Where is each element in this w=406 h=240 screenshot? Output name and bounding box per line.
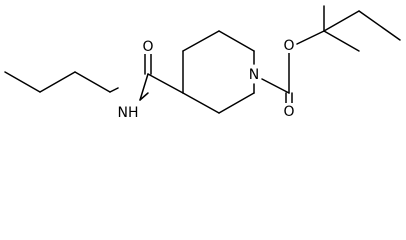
- ester-oxygen-label: O: [283, 38, 294, 54]
- n-to-carbamate-carbon-bond: [261, 78, 290, 94]
- butyl-bond-1: [4, 71, 41, 93]
- carbamate-oxygen-label: O: [283, 104, 294, 120]
- ester-oxygen-to-tert-carbon-bond: [296, 30, 325, 45]
- tert-carbon-methyl-right-bond: [323, 30, 360, 52]
- boc-group: [261, 5, 401, 104]
- amide-group: [139, 49, 184, 101]
- butyl-bond-4: [109, 87, 119, 93]
- butyl-bond-2: [39, 71, 76, 93]
- butyl-chain: [4, 71, 119, 93]
- amide-n-to-carbonyl-bond: [139, 92, 149, 101]
- ring-bond-c2-c1: [218, 30, 255, 52]
- molecule-structure: O NH N O O: [4, 5, 401, 121]
- carbonyl-to-ring-bond: [147, 73, 184, 94]
- ring-bond-c5-c4: [182, 92, 220, 114]
- carbonyl-oxygen-label: O: [142, 39, 153, 55]
- ring-nitrogen-label: N: [249, 67, 259, 83]
- piperidine-ring: [182, 30, 255, 114]
- tert-carbon-methyl-extend-bond: [358, 10, 401, 41]
- atom-labels: O NH N O O: [115, 37, 296, 121]
- tert-carbon-methyl-far-bond: [323, 10, 360, 32]
- amide-nitrogen-label: NH: [118, 105, 139, 121]
- ring-bond-c6-c5: [218, 92, 255, 114]
- butyl-bond-3: [74, 71, 111, 93]
- amide-c-n-bond: [139, 73, 149, 101]
- ring-bond-c3-c2: [182, 30, 220, 52]
